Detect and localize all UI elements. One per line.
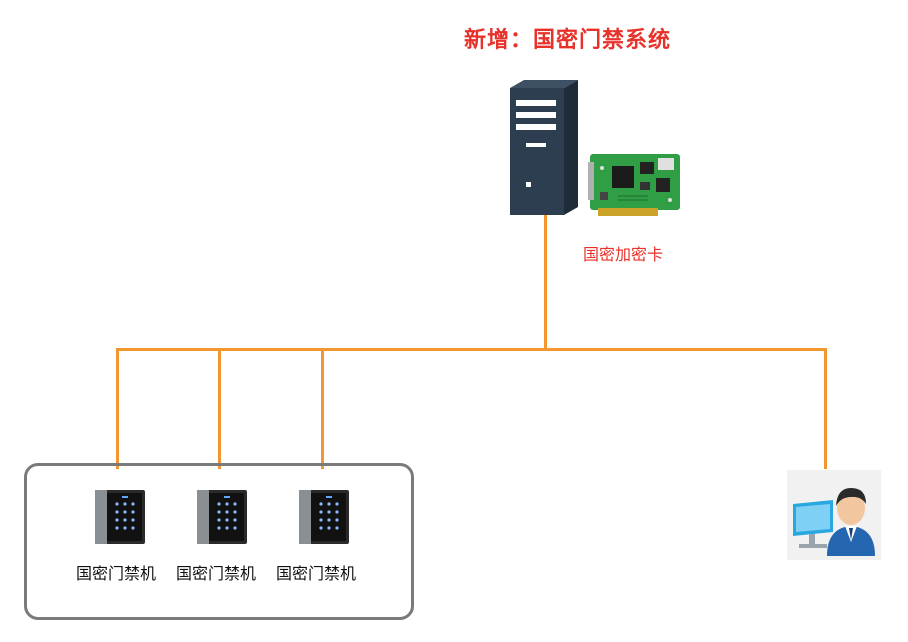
device-label-3: 国密门禁机: [276, 564, 357, 583]
drop-wire-2: [218, 348, 221, 469]
device-label-1: 国密门禁机: [76, 564, 157, 583]
drop-wire-1: [116, 348, 119, 469]
keypad-access-reader-icon: [197, 490, 247, 544]
server-trunk-wire: [544, 215, 547, 350]
user-workstation-icon: [787, 470, 881, 560]
keypad-access-reader-icon: [95, 490, 145, 544]
diagram-title: 新增：国密门禁系统: [463, 28, 671, 53]
device-group-box: [24, 463, 414, 620]
drop-wire-3: [321, 348, 324, 469]
card-label: 国密加密卡: [583, 245, 664, 264]
device-label-2: 国密门禁机: [176, 564, 257, 583]
keypad-access-reader-icon: [299, 490, 349, 544]
server-tower-icon: [510, 80, 578, 215]
encryption-card-icon: [588, 154, 680, 216]
bus-wire: [116, 348, 827, 351]
drop-wire-user: [824, 348, 827, 469]
